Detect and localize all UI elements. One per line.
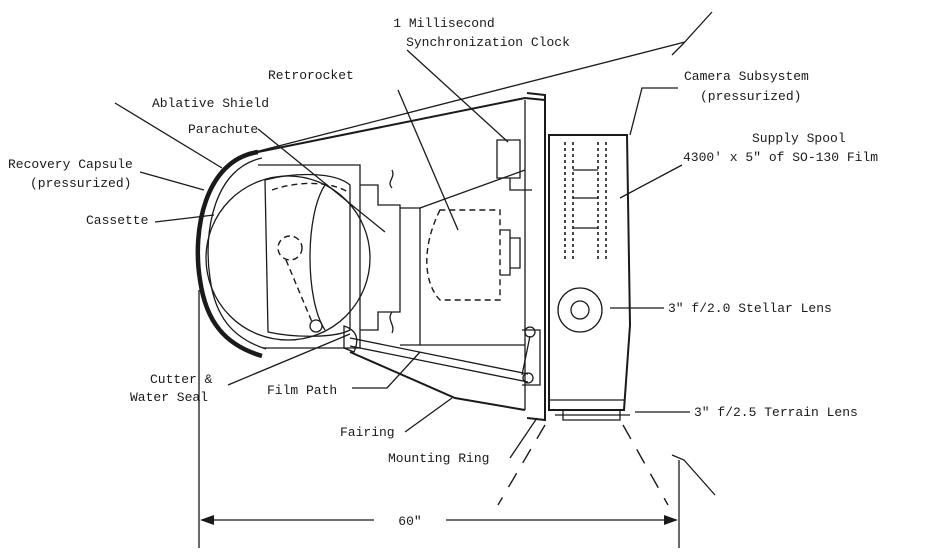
leader-lines [114, 41, 690, 459]
label-recovery-capsule-line2: (pressurized) [30, 176, 131, 191]
label-ablative-shield: Ablative Shield [152, 96, 269, 111]
label-cassette: Cassette [86, 213, 148, 228]
leader-ablative-shield [114, 102, 223, 169]
leader-camera-subsystem [629, 87, 678, 136]
label-cutter-line2: Water Seal [130, 390, 208, 405]
label-stellar-lens: 3" f/2.0 Stellar Lens [668, 301, 832, 316]
cassette-hidden-top [271, 182, 349, 193]
retro-nozzle-tip [510, 237, 521, 269]
label-clock-line2: Synchronization Clock [406, 35, 570, 50]
supply-spool-hub [573, 169, 598, 229]
dimension-60in [198, 290, 680, 548]
clock-bracket [509, 178, 532, 191]
fairing-bottom-edge [349, 351, 526, 411]
ablative-shield-arc [195, 149, 263, 359]
outer-shell [195, 96, 546, 411]
leader-clock [406, 49, 509, 143]
label-mounting-ring: Mounting Ring [388, 451, 489, 466]
parachute-pack [360, 184, 401, 331]
label-parachute: Parachute [188, 122, 258, 137]
parachute-hook-top [389, 169, 394, 189]
leader-film-path [352, 351, 421, 389]
label-retrorocket: Retrorocket [268, 68, 354, 83]
leader-recovery-capsule [139, 171, 205, 191]
label-clock-line1: 1 Millisecond [393, 16, 494, 31]
leader-cassette [154, 214, 215, 223]
cutter-water-seal [343, 325, 358, 353]
leader-supply-spool [619, 164, 683, 199]
label-supply-spool-line1: Supply Spool [752, 131, 846, 146]
retrorocket-hidden [426, 209, 501, 301]
film-path-lower [349, 345, 529, 383]
break-mark-top [671, 11, 713, 56]
retro-cone-top [419, 169, 526, 209]
terrain-fov-left [497, 424, 546, 506]
retro-nozzle [500, 229, 511, 276]
camera-subsystem [548, 134, 632, 421]
parachute-hook-bottom [389, 311, 394, 334]
clock-box [496, 139, 521, 179]
labels: 1 Millisecond Synchronization Clock Retr… [8, 16, 878, 529]
cassette-roller [309, 319, 323, 333]
leader-break-top [254, 41, 686, 153]
camera-housing [548, 134, 632, 411]
mounting-ring-body [526, 92, 546, 422]
film-path [343, 325, 529, 383]
break-mark-bottom [671, 454, 716, 496]
dimension-arrow-right [664, 515, 678, 525]
cassette-divider [309, 184, 326, 331]
label-terrain-lens: 3" f/2.5 Terrain Lens [694, 405, 858, 420]
lower-roller [522, 372, 534, 384]
recovery-capsule [205, 164, 401, 349]
leader-mounting-ring [509, 417, 538, 459]
supply-spool-right [597, 142, 607, 262]
film-path-upper [349, 337, 529, 375]
label-camera-subsystem-line2: (pressurized) [700, 89, 801, 104]
leader-fairing [404, 397, 453, 433]
leader-retrorocket [397, 89, 459, 231]
roller-film [521, 335, 531, 376]
cassette-film-hidden [285, 259, 313, 323]
label-supply-spool-line2: 4300' x 5" of SO-130 Film [683, 150, 878, 165]
takeup-roller-bracket [522, 329, 541, 386]
capsule-body [258, 164, 361, 349]
leader-parachute [257, 128, 386, 233]
supply-spool-left [564, 142, 574, 262]
retro-adapter [400, 207, 421, 346]
dimension-arrow-left [200, 515, 214, 525]
take-up-reel-hidden [277, 235, 303, 261]
terrain-fov-right [622, 424, 669, 506]
upper-roller [524, 326, 536, 338]
leader-cutter-seal [227, 333, 351, 386]
label-recovery-capsule-line1: Recovery Capsule [8, 157, 133, 172]
capsule-inner-arc [207, 157, 267, 350]
cassette-body [264, 173, 351, 337]
stellar-lens-inner [570, 300, 590, 320]
fairing-top-edge [257, 96, 546, 153]
stellar-lens-outer [557, 287, 603, 333]
label-dimension: 60" [398, 514, 421, 529]
clock-assembly [496, 139, 532, 191]
label-camera-subsystem-line1: Camera Subsystem [684, 69, 809, 84]
label-cutter-line1: Cutter & [150, 372, 213, 387]
label-film-path: Film Path [267, 383, 337, 398]
retrorocket-section [400, 100, 526, 410]
label-fairing: Fairing [340, 425, 395, 440]
